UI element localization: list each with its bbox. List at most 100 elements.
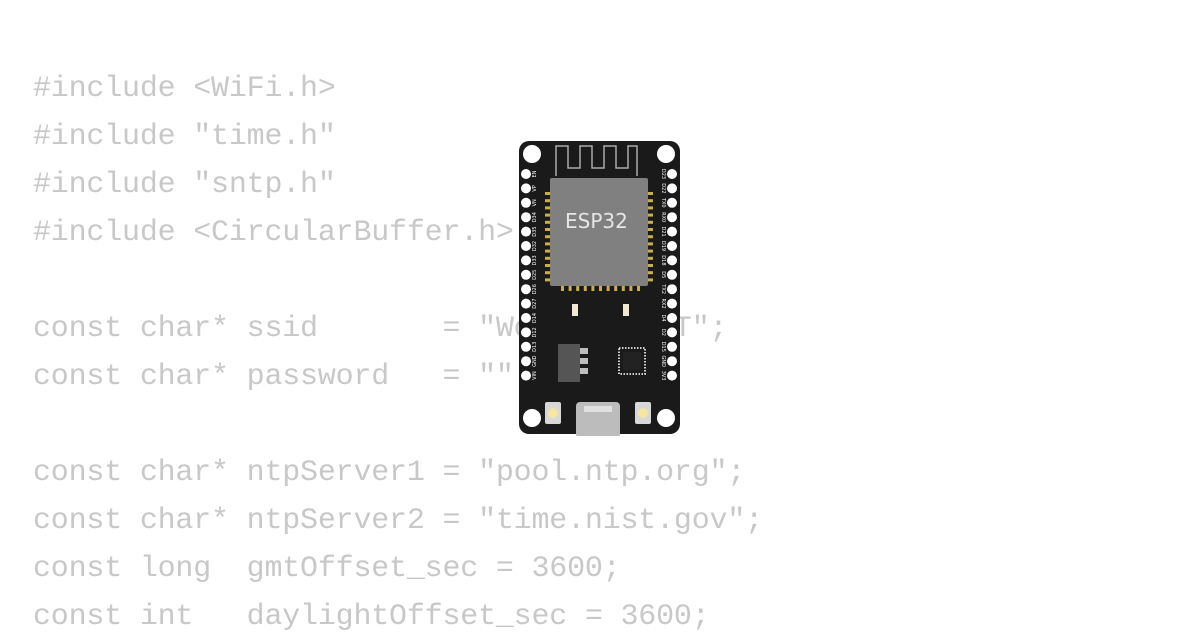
capacitor xyxy=(623,304,629,316)
header-pin[interactable] xyxy=(521,298,531,309)
header-pin[interactable] xyxy=(667,183,677,194)
regulator-tab xyxy=(580,368,588,374)
module-pin xyxy=(648,199,653,203)
header-pin[interactable] xyxy=(521,327,531,338)
code-line: #include <CircularBuffer.h> xyxy=(33,216,514,250)
button-led xyxy=(638,408,648,418)
module-pin xyxy=(648,213,653,217)
pin-label: D33 xyxy=(532,255,538,265)
header-pin[interactable] xyxy=(667,197,677,208)
module-pin xyxy=(545,235,550,239)
header-pin[interactable] xyxy=(521,212,531,223)
mounting-hole-bottom-right xyxy=(657,409,675,427)
pin-label: D15 xyxy=(660,342,666,352)
header-pin[interactable] xyxy=(521,284,531,295)
module-pin xyxy=(545,192,550,195)
pin-label: D34 xyxy=(532,212,538,222)
pin-label: D26 xyxy=(532,284,538,294)
pin-label: D19 xyxy=(660,241,666,251)
pin-label: D14 xyxy=(532,313,538,323)
header-pin[interactable] xyxy=(667,284,677,295)
usb-serial-chip-core xyxy=(623,352,641,370)
code-line: #include "time.h" xyxy=(33,120,336,154)
code-line: const char* ntpServer1 = "pool.ntp.org"; xyxy=(33,456,746,490)
pin-label: D2 xyxy=(660,329,666,336)
module-pin xyxy=(545,206,550,210)
header-pin[interactable] xyxy=(667,255,677,266)
module-pin xyxy=(583,286,587,291)
pin-label: GND xyxy=(532,355,538,367)
pin-label: D12 xyxy=(532,327,538,337)
pin-label: 3V3 xyxy=(660,371,666,381)
module-pin xyxy=(545,249,550,253)
module-pin xyxy=(648,256,653,260)
header-pin[interactable] xyxy=(667,370,677,381)
header-pin[interactable] xyxy=(667,241,677,251)
pin-label: D21 xyxy=(660,226,666,236)
header-pin[interactable] xyxy=(667,356,677,367)
module-pin xyxy=(637,286,640,291)
antenna-trace xyxy=(555,145,638,176)
header-pin[interactable] xyxy=(667,169,677,179)
module-pin xyxy=(545,213,550,217)
esp32-chip xyxy=(550,178,648,286)
pin-label: EN xyxy=(532,170,538,177)
header-pin[interactable] xyxy=(521,313,531,323)
header-pin[interactable] xyxy=(521,370,531,381)
pin-label: RX0 xyxy=(660,212,666,222)
pin-label: VP xyxy=(532,185,538,191)
header-pin[interactable] xyxy=(667,212,677,223)
voltage-regulator xyxy=(558,344,580,382)
regulator-tab xyxy=(580,348,588,354)
module-pin xyxy=(648,242,653,246)
module-pin xyxy=(629,286,633,291)
header-pin[interactable] xyxy=(521,169,531,179)
pin-label: D4 xyxy=(660,314,666,321)
header-pin[interactable] xyxy=(667,226,677,237)
code-line: const int daylightOffset_sec = 3600; xyxy=(33,600,710,634)
header-pin[interactable] xyxy=(521,255,531,266)
header-pin[interactable] xyxy=(521,356,531,367)
module-pin xyxy=(561,286,564,291)
header-pin[interactable] xyxy=(521,269,531,280)
header-pin[interactable] xyxy=(521,241,531,251)
pin-label: TX0 xyxy=(660,197,666,208)
pin-label: D13 xyxy=(532,342,538,352)
module-pin xyxy=(614,286,618,291)
module-pin xyxy=(648,192,653,195)
regulator-tab xyxy=(580,358,588,364)
pin-label: D22 xyxy=(660,183,666,193)
code-line: #include <WiFi.h> xyxy=(33,72,336,106)
module-pin xyxy=(621,286,625,291)
code-line: #include "sntp.h" xyxy=(33,168,336,202)
pin-label: VIN xyxy=(532,371,538,380)
module-pin xyxy=(545,278,550,282)
module-pin xyxy=(545,220,550,224)
module-pin xyxy=(576,286,580,291)
module-pin xyxy=(648,271,653,275)
header-pin[interactable] xyxy=(667,341,677,352)
module-pin xyxy=(545,271,550,275)
module-pin xyxy=(648,235,653,239)
module-pin xyxy=(545,264,550,267)
header-pin[interactable] xyxy=(521,226,531,237)
header-pin[interactable] xyxy=(667,313,677,323)
pin-label: D27 xyxy=(532,298,538,308)
pin-label: GND xyxy=(660,355,666,367)
module-pin xyxy=(599,286,602,291)
header-pin[interactable] xyxy=(667,327,677,338)
header-pin[interactable] xyxy=(521,183,531,194)
header-pin[interactable] xyxy=(667,269,677,280)
header-pin[interactable] xyxy=(521,197,531,208)
header-pin[interactable] xyxy=(521,341,531,352)
pin-label: RX2 xyxy=(660,299,666,309)
mounting-hole-top-right xyxy=(657,145,675,163)
mounting-hole-bottom-left xyxy=(523,409,541,427)
header-pin[interactable] xyxy=(667,298,677,309)
pin-label: D35 xyxy=(532,226,538,236)
button-led xyxy=(548,408,558,418)
chip-label: ESP32 xyxy=(565,209,628,233)
module-pin xyxy=(568,286,572,291)
module-pin xyxy=(606,286,610,291)
